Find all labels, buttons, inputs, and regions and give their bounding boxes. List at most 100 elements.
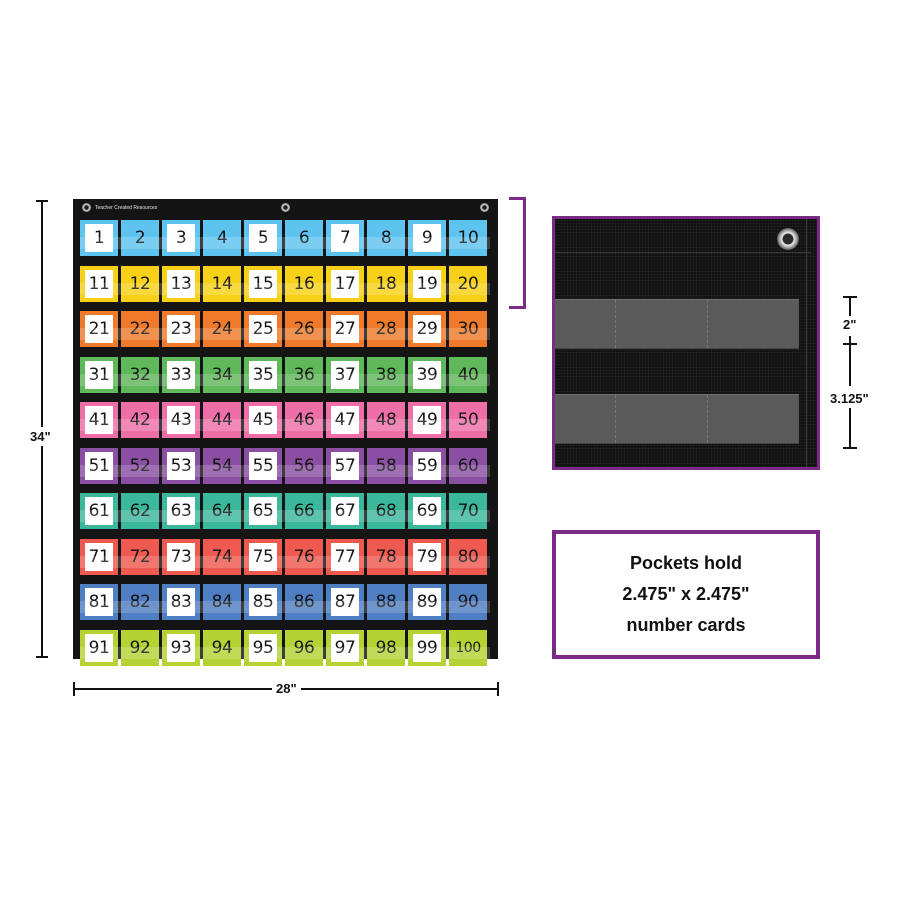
card-number: 35 (249, 360, 277, 389)
number-card: 47 (326, 402, 364, 438)
number-card: 81 (80, 584, 118, 620)
number-card: 97 (326, 629, 364, 666)
card-number: 64 (211, 501, 233, 521)
number-card: 99 (408, 629, 446, 666)
number-card: 68 (367, 493, 405, 529)
number-card: 49 (408, 402, 446, 438)
stitch-line (806, 219, 807, 467)
number-card: 21 (80, 311, 118, 347)
card-number: 51 (85, 451, 113, 480)
card-number: 91 (85, 633, 113, 662)
number-card: 74 (203, 538, 241, 575)
card-number: 53 (167, 451, 195, 480)
number-card: 65 (244, 493, 282, 529)
card-number: 49 (413, 406, 441, 434)
card-number: 10 (457, 228, 479, 248)
number-card: 96 (285, 629, 323, 666)
card-number: 19 (413, 269, 441, 298)
info-line-2: 2.475" x 2.475" (622, 584, 750, 604)
grommet-icon (281, 203, 290, 212)
number-card: 62 (121, 493, 159, 529)
number-card: 94 (203, 629, 241, 666)
card-number: 8 (380, 228, 392, 248)
card-number: 90 (457, 592, 479, 612)
card-number: 70 (457, 501, 479, 521)
number-card: 25 (244, 311, 282, 347)
number-card: 91 (80, 629, 118, 666)
number-card: 63 (162, 493, 200, 529)
card-number: 89 (413, 588, 441, 616)
number-card: 67 (326, 493, 364, 529)
number-card: 76 (285, 538, 323, 575)
number-card: 48 (367, 402, 405, 438)
number-card: 56 (285, 447, 323, 484)
card-number: 87 (331, 588, 359, 616)
card-number: 12 (129, 273, 151, 294)
number-card: 80 (449, 538, 487, 575)
number-card: 28 (367, 311, 405, 347)
card-number: 28 (375, 319, 397, 339)
card-number: 76 (293, 546, 315, 567)
card-number: 98 (375, 637, 397, 658)
number-card: 42 (121, 402, 159, 438)
card-number: 68 (375, 501, 397, 521)
number-card: 75 (244, 538, 282, 575)
card-number: 88 (375, 592, 397, 612)
card-number: 37 (331, 360, 359, 389)
card-number: 5 (249, 224, 277, 252)
number-card: 73 (162, 538, 200, 575)
number-card: 54 (203, 447, 241, 484)
card-number: 55 (249, 451, 277, 480)
card-number: 93 (167, 633, 195, 662)
number-card: 58 (367, 447, 405, 484)
number-card: 20 (449, 265, 487, 302)
card-number: 45 (249, 406, 277, 434)
card-number: 39 (413, 360, 441, 389)
number-card: 41 (80, 402, 118, 438)
card-number: 20 (457, 273, 479, 294)
number-card: 87 (326, 584, 364, 620)
card-number: 95 (249, 633, 277, 662)
card-number: 54 (211, 455, 233, 476)
card-number: 52 (129, 455, 151, 476)
card-number: 99 (413, 633, 441, 662)
number-card: 27 (326, 311, 364, 347)
card-number: 96 (293, 637, 315, 658)
card-number: 41 (85, 406, 113, 434)
number-card: 90 (449, 584, 487, 620)
number-card: 16 (285, 265, 323, 302)
card-number: 57 (331, 451, 359, 480)
card-number: 44 (211, 410, 233, 430)
number-card: 60 (449, 447, 487, 484)
number-card: 53 (162, 447, 200, 484)
number-card: 39 (408, 356, 446, 393)
number-card: 61 (80, 493, 118, 529)
card-number: 82 (129, 592, 151, 612)
card-number: 85 (249, 588, 277, 616)
number-card: 77 (326, 538, 364, 575)
number-card: 57 (326, 447, 364, 484)
number-card: 85 (244, 584, 282, 620)
number-card: 70 (449, 493, 487, 529)
number-card: 33 (162, 356, 200, 393)
number-card: 17 (326, 265, 364, 302)
number-card: 12 (121, 265, 159, 302)
card-number: 36 (293, 364, 315, 385)
number-card: 84 (203, 584, 241, 620)
card-number: 94 (211, 637, 233, 658)
card-number: 43 (167, 406, 195, 434)
card-number: 48 (375, 410, 397, 430)
card-number: 47 (331, 406, 359, 434)
number-card: 26 (285, 311, 323, 347)
card-number: 1 (85, 224, 113, 252)
card-number: 60 (457, 455, 479, 476)
card-number: 92 (129, 637, 151, 658)
card-number: 83 (167, 588, 195, 616)
card-size-info-box: Pockets hold 2.475" x 2.475" number card… (552, 530, 820, 659)
